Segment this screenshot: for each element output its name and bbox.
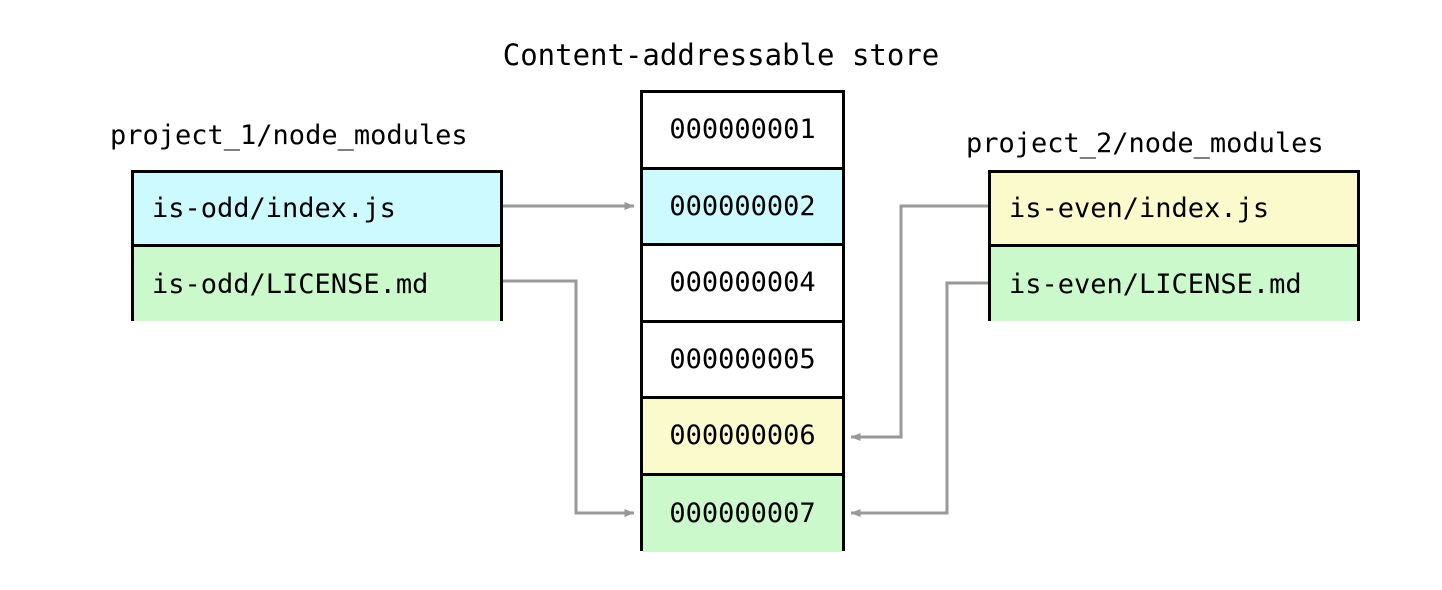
store-row-000000001[interactable]: 000000001 [643,93,842,170]
page-title: Content-addressable store [502,38,940,72]
edge-is-even-index-to-000000006 [850,204,988,441]
right-group-label: project_2/node_modules [966,128,1324,159]
right-group-box: is-even/index.js is-even/LICENSE.md [988,170,1360,321]
left-group-box: is-odd/index.js is-odd/LICENSE.md [131,170,503,321]
left-group-label: project_1/node_modules [110,120,468,151]
list-item-is-even-license[interactable]: is-even/LICENSE.md [991,247,1357,321]
store-row-000000007[interactable]: 000000007 [643,475,842,552]
store-column: 000000001 000000002 000000004 000000005 … [640,90,845,552]
edge-is-even-license-to-000000007 [850,281,988,517]
edge-is-odd-license-to-000000007 [503,279,635,517]
list-item-is-odd-index[interactable]: is-odd/index.js [134,173,500,247]
store-row-000000004[interactable]: 000000004 [643,246,842,323]
store-row-000000006[interactable]: 000000006 [643,399,842,476]
store-row-000000002[interactable]: 000000002 [643,169,842,246]
list-item-is-even-index[interactable]: is-even/index.js [991,173,1357,247]
store-row-000000005[interactable]: 000000005 [643,322,842,399]
list-item-is-odd-license[interactable]: is-odd/LICENSE.md [134,247,500,321]
